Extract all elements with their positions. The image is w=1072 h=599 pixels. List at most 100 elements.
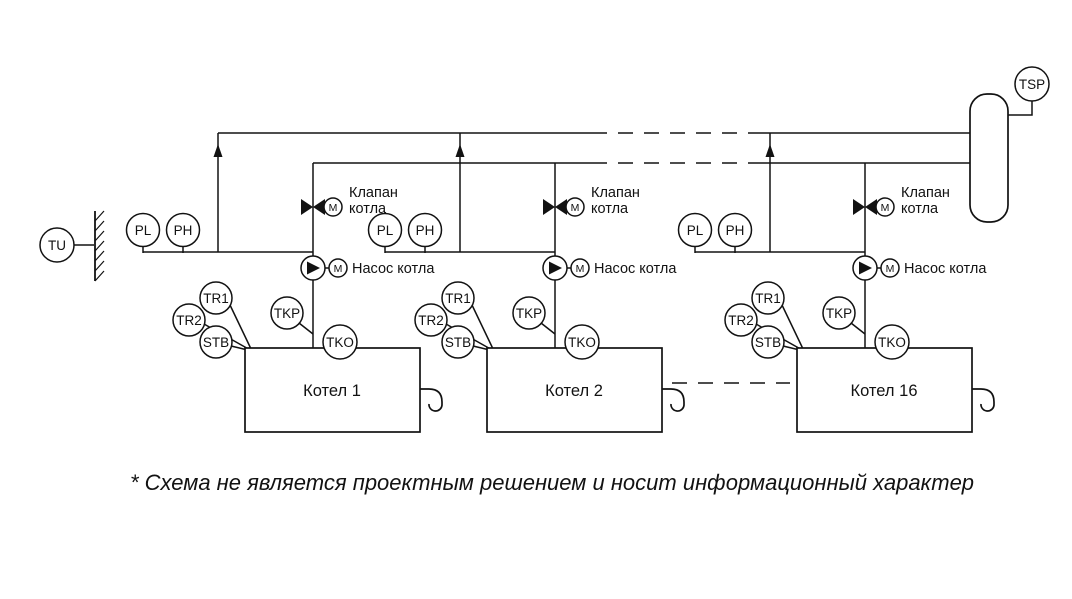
pump-motor-badge: [880, 258, 900, 278]
pump-rotor-icon: [549, 261, 562, 275]
tr2-sensor-label: TR2: [728, 313, 754, 328]
tr1-sensor-label: TR1: [445, 291, 471, 306]
valve-caption-line1: Клапан: [349, 185, 398, 201]
pump-motor-badge: [570, 258, 590, 278]
tr2-sensor-badge: [724, 303, 758, 337]
pump-caption: Насос котла: [904, 261, 987, 277]
stb-sensor-label: STB: [445, 335, 471, 350]
ph-sensor-badge: [165, 212, 201, 248]
ph-sensor-label: PH: [174, 223, 193, 238]
outdoor-sensor-badge: [39, 227, 75, 263]
tko-sensor-label: TKO: [878, 335, 906, 350]
sensor-lead: [229, 304, 253, 352]
tkp-sensor-badge: [270, 296, 304, 330]
valve-icon: [543, 199, 555, 215]
flow-arrow-up: [213, 144, 223, 157]
sensor-lead: [781, 304, 805, 352]
boiler-body: [796, 347, 973, 433]
pump-caption: Насос котла: [352, 261, 435, 277]
tko-sensor-badge: [564, 324, 600, 360]
outdoor-sensor-group: TU: [39, 210, 105, 282]
valve-icon: [555, 199, 567, 215]
pl-sensor-label: PL: [687, 223, 704, 238]
valve-icon: [853, 199, 865, 215]
valve-motor-label: M: [329, 202, 338, 214]
valve-motor-badge: [565, 197, 585, 217]
tr1-sensor-label: TR1: [203, 291, 229, 306]
tr2-sensor-badge: [172, 303, 206, 337]
wall-hatch: [94, 230, 105, 242]
valve-caption-line2: котла: [349, 201, 387, 217]
flue-pipe: [420, 388, 443, 412]
pump-caption: Насос котла: [594, 261, 677, 277]
outdoor-sensor-label: TU: [48, 238, 66, 253]
pl-sensor-label: PL: [135, 223, 152, 238]
wall-hatch: [94, 250, 105, 262]
boiler-body: [486, 347, 663, 433]
valve-motor-badge: [323, 197, 343, 217]
stb-sensor-badge: [199, 325, 233, 359]
tr1-sensor-badge: [751, 281, 785, 315]
pl-sensor-badge: [677, 212, 713, 248]
tkp-sensor-badge: [512, 296, 546, 330]
tr2-sensor-label: TR2: [176, 313, 202, 328]
pl-sensor-badge: [367, 212, 403, 248]
tko-sensor-label: TKO: [568, 335, 596, 350]
flue-pipe: [662, 388, 685, 412]
tko-sensor-badge: [322, 324, 358, 360]
sensor-lead: [471, 304, 495, 352]
valve-icon: [301, 199, 313, 215]
wall-hatch: [94, 220, 105, 232]
boiler-name: Котел 1: [303, 382, 361, 400]
tr1-sensor-label: TR1: [755, 291, 781, 306]
wall-hatch: [94, 270, 105, 282]
tko-sensor-badge: [874, 324, 910, 360]
tank-sensor-label: TSP: [1019, 77, 1045, 92]
tkp-sensor-badge: [822, 296, 856, 330]
wall-hatch: [94, 260, 105, 272]
tr1-sensor-badge: [441, 281, 475, 315]
valve-motor-badge: [875, 197, 895, 217]
tkp-sensor-label: TKP: [516, 306, 542, 321]
pl-sensor-badge: [125, 212, 161, 248]
stb-sensor-badge: [441, 325, 475, 359]
valve-caption-line2: котла: [591, 201, 629, 217]
boiler-name: Котел 16: [851, 382, 918, 400]
pl-sensor-label: PL: [377, 223, 394, 238]
pump-motor-label: M: [576, 263, 585, 275]
flow-arrow-up: [765, 144, 775, 157]
stb-sensor-label: STB: [203, 335, 229, 350]
valve-caption-line1: Клапан: [591, 185, 640, 201]
flue-pipe: [972, 388, 995, 412]
pump-motor-label: M: [334, 263, 343, 275]
pump-rotor-icon: [307, 261, 320, 275]
sensor-lead: [298, 322, 314, 335]
ph-sensor-badge: [407, 212, 443, 248]
stb-sensor-badge: [751, 325, 785, 359]
header-pipes: [218, 132, 972, 164]
pump-motor-badge: [328, 258, 348, 278]
sensor-lead: [850, 322, 866, 335]
ph-sensor-label: PH: [726, 223, 745, 238]
tr2-sensor-badge: [414, 303, 448, 337]
sensor-lead: [1008, 101, 1033, 116]
wall-hatch: [94, 240, 105, 252]
tko-sensor-label: TKO: [326, 335, 354, 350]
tank-sensor-badge: [1014, 66, 1050, 102]
tkp-sensor-label: TKP: [274, 306, 300, 321]
ph-sensor-badge: [717, 212, 753, 248]
valve-motor-label: M: [571, 202, 580, 214]
wall-hatch: [94, 210, 105, 222]
tr2-sensor-label: TR2: [418, 313, 444, 328]
tr1-sensor-badge: [199, 281, 233, 315]
pump-motor-label: M: [886, 263, 895, 275]
footnote: * Схема не является проектным решением и…: [130, 470, 974, 495]
separator-group: TSP: [969, 66, 1050, 223]
hydraulic-separator: [969, 93, 1009, 223]
valve-icon: [865, 199, 877, 215]
